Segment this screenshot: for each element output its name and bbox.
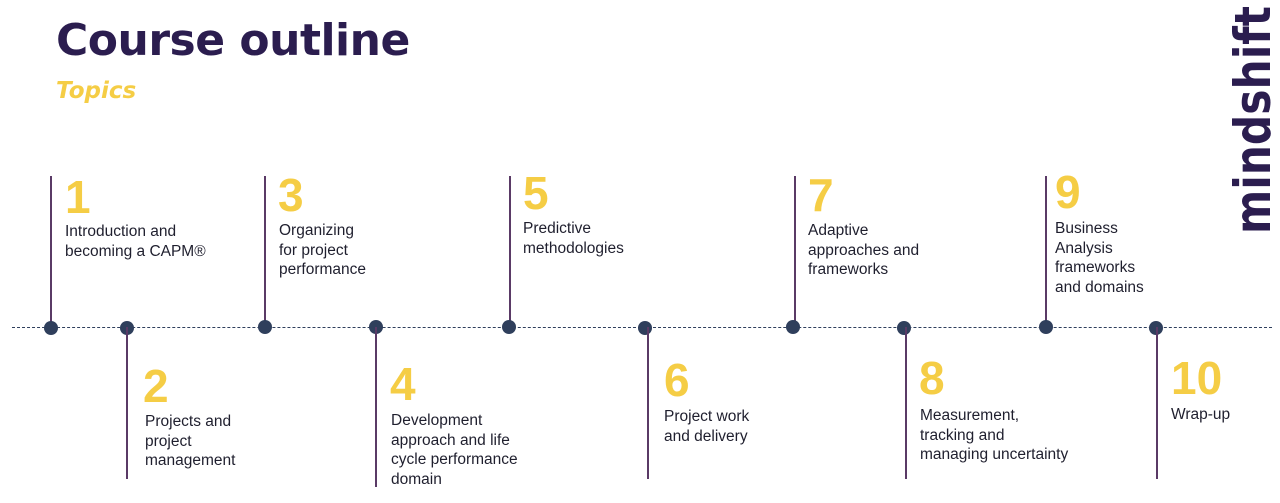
timeline-connector-1	[50, 176, 52, 327]
timeline-dot-5	[502, 320, 516, 334]
timeline-connector-2	[126, 327, 128, 479]
timeline-connector-5	[509, 176, 511, 327]
timeline-connector-4	[375, 327, 377, 487]
timeline-dot-7	[786, 320, 800, 334]
topic-label-2: Projects and project management	[145, 413, 236, 469]
page-subtitle: Topics	[56, 78, 137, 104]
timeline-connector-7	[794, 176, 796, 327]
logo-text: mindshift	[1229, 6, 1277, 234]
timeline-connector-10	[1156, 327, 1158, 479]
topic-number-5: 5	[523, 167, 549, 219]
mindshift-logo: mindshift	[1229, 6, 1277, 234]
topic-label-3: Organizing for project performance	[279, 222, 367, 278]
page-title: Course outline	[56, 15, 410, 66]
topic-number-6: 6	[664, 354, 690, 406]
timeline-dot-9	[1039, 320, 1053, 334]
topic-number-8: 8	[919, 352, 945, 404]
topic-label-4: Development approach and life cycle perf…	[391, 412, 518, 488]
timeline-dot-1	[44, 321, 58, 335]
topic-label-9: Business Analysis frameworks and domains	[1055, 220, 1144, 296]
timeline-dot-8	[897, 321, 911, 335]
topic-number-4: 4	[390, 358, 416, 410]
timeline-dot-3	[258, 320, 272, 334]
topic-label-7: Adaptive approaches and frameworks	[808, 222, 920, 278]
topic-number-2: 2	[143, 360, 169, 412]
timeline-connector-3	[264, 176, 266, 327]
topic-number-1: 1	[65, 171, 91, 223]
timeline-connector-6	[647, 327, 649, 479]
timeline-dot-6	[638, 321, 652, 335]
topic-number-3: 3	[278, 169, 304, 221]
topic-label-1: Introduction and becoming a CAPM®	[65, 223, 206, 260]
topic-number-10: 10	[1171, 352, 1223, 404]
topic-label-8: Measurement, tracking and managing uncer…	[920, 407, 1069, 463]
topic-number-9: 9	[1055, 166, 1081, 218]
topic-label-6: Project work and delivery	[664, 408, 750, 445]
timeline-connector-8	[905, 327, 907, 479]
topic-label-10: Wrap-up	[1171, 406, 1231, 423]
topic-number-7: 7	[808, 169, 834, 221]
timeline-connector-9	[1045, 176, 1047, 327]
topic-label-5: Predictive methodologies	[523, 220, 624, 257]
